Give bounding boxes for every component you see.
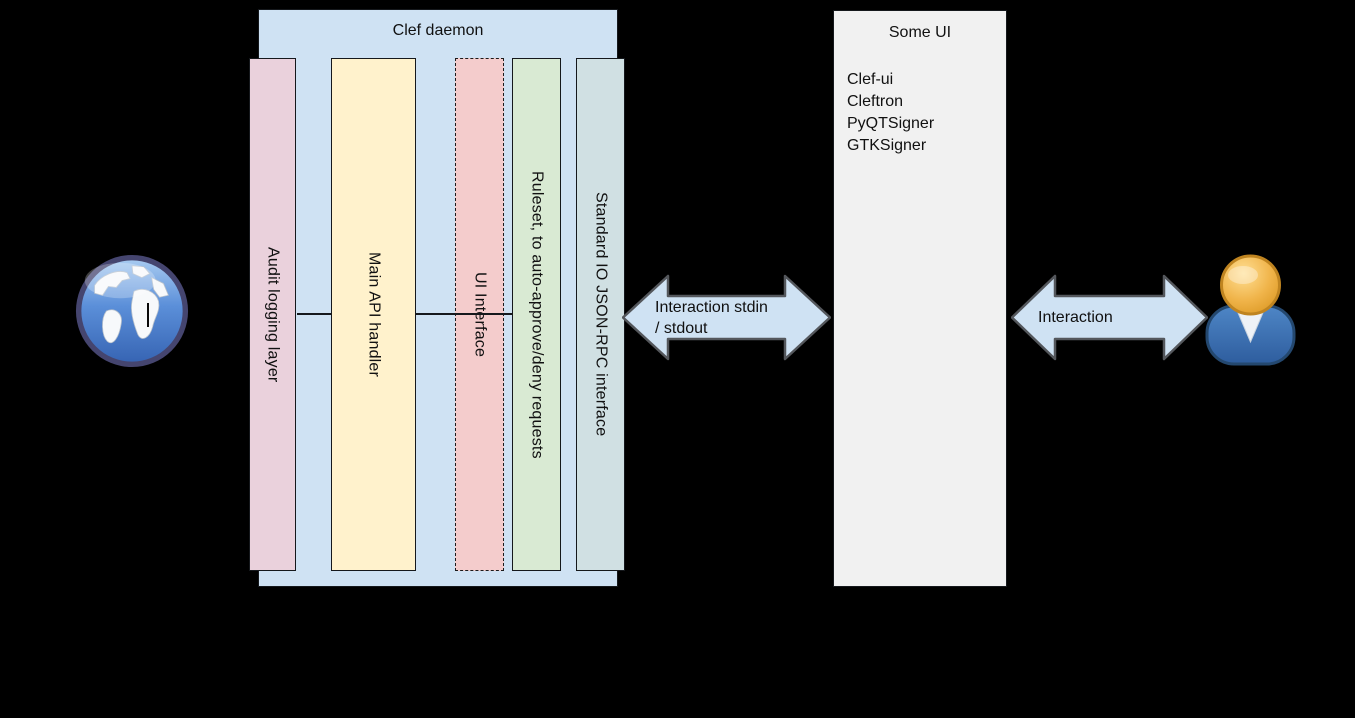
clef-daemon-box: Clef daemon (258, 9, 618, 587)
some-ui-item-pyqtsigner: PyQTSigner (847, 115, 935, 132)
layer-ui-interface: UI Interface (455, 58, 504, 571)
user-icon (1205, 254, 1296, 366)
globe-icon (73, 252, 191, 370)
some-ui-list: Clef-ui Cleftron PyQTSigner GTKSigner (847, 69, 934, 157)
connector-tick (147, 303, 149, 327)
layer-stdio-jsonrpc: Standard IO JSON-RPC interface (576, 58, 625, 571)
user-arrow-label: Interaction (1038, 309, 1113, 326)
some-ui-item-gtksigner: GTKSigner (847, 137, 927, 154)
double-arrow-shape (622, 274, 831, 361)
stdio-arrow-label-line1: Interaction stdin (655, 299, 768, 316)
double-arrow-shape (1011, 274, 1208, 361)
stdio-interaction-arrow: Interaction stdin / stdout (622, 274, 831, 361)
clef-daemon-title: Clef daemon (392, 22, 484, 39)
some-ui-title: Some UI (888, 24, 952, 41)
layer-ruleset: Ruleset, to auto-approve/deny requests (512, 58, 561, 571)
layer-label-audit: Audit logging layer (264, 246, 282, 383)
user-interaction-arrow: Interaction (1011, 274, 1208, 361)
some-ui-item-cleftron: Cleftron (847, 93, 904, 110)
some-ui-box: Some UI Clef-ui Cleftron PyQTSigner GTKS… (833, 10, 1007, 587)
layer-main-api-handler: Main API handler (331, 58, 416, 571)
layer-label-ruleset: Ruleset, to auto-approve/deny requests (528, 170, 546, 459)
connector-line-right (416, 313, 513, 315)
stdio-arrow-label: Interaction stdin / stdout (655, 297, 768, 339)
connector-line-left (297, 313, 332, 315)
layer-label-stdio: Standard IO JSON-RPC interface (592, 192, 610, 437)
stdio-arrow-label-line2: / stdout (655, 320, 708, 337)
some-ui-item-clef-ui: Clef-ui (847, 71, 894, 88)
layer-audit-logging: Audit logging layer (249, 58, 296, 571)
layer-label-api: Main API handler (365, 251, 383, 378)
